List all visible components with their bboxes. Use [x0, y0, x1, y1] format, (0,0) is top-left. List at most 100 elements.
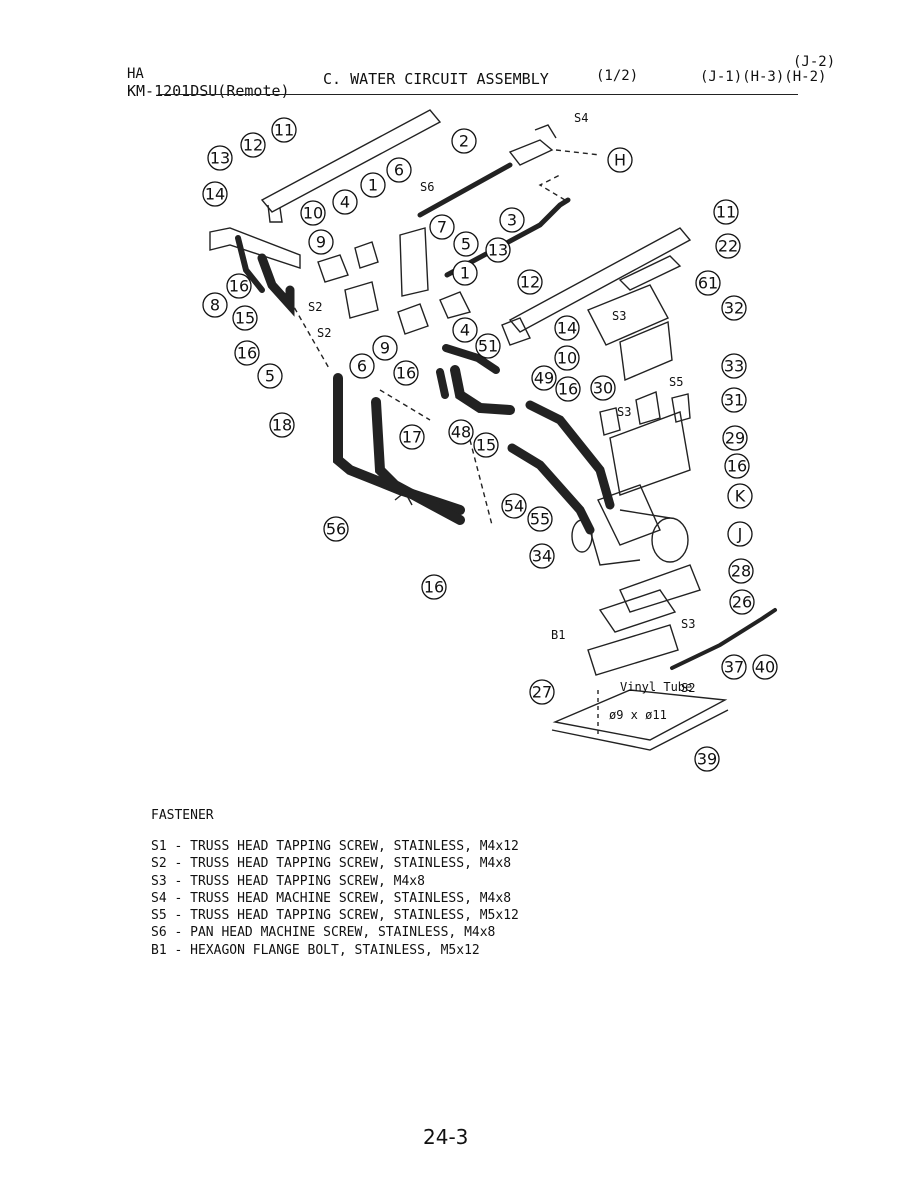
label-s3a: S3 [612, 309, 626, 323]
callout-text: 13 [488, 241, 508, 260]
callout-1b [452, 260, 478, 286]
callout-text: 4 [460, 321, 470, 340]
fastener-list: S1 - TRUSS HEAD TAPPING SCREW, STAINLESS… [151, 838, 519, 959]
fastener-title: FASTENER [151, 808, 214, 823]
label-s4: S4 [574, 111, 588, 125]
callout-text: 61 [698, 274, 718, 293]
callout-text: 40 [755, 658, 775, 677]
callout-text: 14 [205, 185, 225, 204]
page-number: 24-3 [423, 1125, 469, 1149]
callout-8 [202, 292, 228, 318]
callout-text: 34 [532, 547, 552, 566]
callout-49 [531, 365, 557, 391]
callout-54 [501, 493, 527, 519]
callout-text: 16 [727, 457, 747, 476]
callout-text: 32 [724, 299, 744, 318]
callout-12 [240, 132, 266, 158]
callout-group [202, 117, 778, 772]
callout-16a [226, 273, 252, 299]
callout-15b [473, 432, 499, 458]
callout-text: 39 [697, 750, 717, 769]
callout-text: 31 [724, 391, 744, 410]
callout-29 [722, 425, 748, 451]
callout-7 [429, 214, 455, 240]
callout-34 [529, 543, 555, 569]
label-s5: S5 [669, 375, 683, 389]
label-s2b: S2 [317, 326, 331, 340]
callout-10 [300, 200, 326, 226]
fastener-item: B1 - HEXAGON FLANGE BOLT, STAINLESS, M5x… [151, 942, 480, 958]
callout-13 [207, 145, 233, 171]
label-s3b: S3 [617, 405, 631, 419]
fastener-item: S1 - TRUSS HEAD TAPPING SCREW, STAINLESS… [151, 839, 519, 854]
callout-text: 14 [557, 319, 577, 338]
callout-text: 16 [396, 364, 416, 383]
diagram-parts [209, 109, 777, 751]
callout-16f [421, 574, 447, 600]
callout-9b [372, 335, 398, 361]
callout-J [727, 521, 753, 547]
callout-text: 16 [424, 578, 444, 597]
callout-26 [729, 589, 755, 615]
callout-6 [386, 157, 412, 183]
callout-11 [271, 117, 297, 143]
callout-numbers: 11 12 13 14 2 H 6 1 4 10 9 8 16 15 16 5 … [205, 121, 775, 769]
callout-17 [399, 424, 425, 450]
assembly-diagram: 11 12 13 14 2 H 6 1 4 10 9 8 16 15 16 5 … [202, 109, 778, 772]
callout-text: 12 [520, 273, 540, 292]
vinyl-tube-label: Vinyl Tube [620, 680, 692, 694]
callout-11b [713, 199, 739, 225]
callout-text: 16 [237, 344, 257, 363]
callout-text: 51 [478, 337, 498, 356]
callout-18 [269, 412, 295, 438]
callout-text: 3 [507, 211, 517, 230]
callout-text: J [737, 525, 743, 544]
callout-10b [554, 345, 580, 371]
callout-text: 9 [316, 233, 326, 252]
callout-30 [590, 375, 616, 401]
callout-text: 1 [460, 264, 470, 283]
callout-32 [721, 295, 747, 321]
callout-48 [448, 419, 474, 445]
page-title: C. WATER CIRCUIT ASSEMBLY [323, 70, 549, 88]
header-ref-top: (J-2) [793, 54, 836, 70]
fastener-item: S4 - TRUSS HEAD MACHINE SCREW, STAINLESS… [151, 890, 512, 906]
fastener-item: S3 - TRUSS HEAD TAPPING SCREW, M4x8 [151, 873, 425, 889]
callout-55 [527, 506, 553, 532]
header-part: (1/2) [596, 68, 639, 84]
callout-text: 48 [451, 423, 471, 442]
callout-text: 15 [476, 436, 496, 455]
label-s3c: S3 [681, 617, 695, 631]
callout-27 [529, 679, 555, 705]
callout-text: 54 [504, 497, 524, 516]
callout-5b [453, 231, 479, 257]
callout-16b [234, 340, 260, 366]
label-s6: S6 [420, 180, 434, 194]
callout-text: 1 [368, 176, 378, 195]
callout-text: 37 [724, 658, 744, 677]
header-ref-bottom: (J-1)(H-3)(H-2) [700, 69, 827, 85]
callout-5a [257, 363, 283, 389]
callout-text: 11 [716, 203, 736, 222]
callout-text: 15 [235, 309, 255, 328]
callout-K [727, 483, 753, 509]
callout-56 [323, 516, 349, 542]
fastener-labels: S6 S4 S3 S2 S2 S5 S3 S3 B1 S2 Vinyl Tube… [308, 111, 695, 722]
callout-text: 16 [229, 277, 249, 296]
callout-text: 22 [718, 237, 738, 256]
callout-text: 13 [210, 149, 230, 168]
callout-14 [202, 181, 228, 207]
callout-H [607, 147, 633, 173]
fastener-item: S6 - PAN HEAD MACHINE SCREW, STAINLESS, … [151, 925, 496, 941]
vinyl-tube-size: ø9 x ø11 [609, 708, 667, 722]
fastener-item: S2 - TRUSS HEAD TAPPING SCREW, STAINLESS… [151, 856, 512, 872]
callout-text: 56 [326, 520, 346, 539]
callout-text: 10 [303, 204, 323, 223]
callout-16c [555, 376, 581, 402]
callout-16d [393, 360, 419, 386]
callout-text: 8 [210, 296, 220, 315]
callout-31 [721, 387, 747, 413]
callout-text: 12 [243, 136, 263, 155]
callout-text: 5 [265, 367, 275, 386]
callout-33 [721, 353, 747, 379]
